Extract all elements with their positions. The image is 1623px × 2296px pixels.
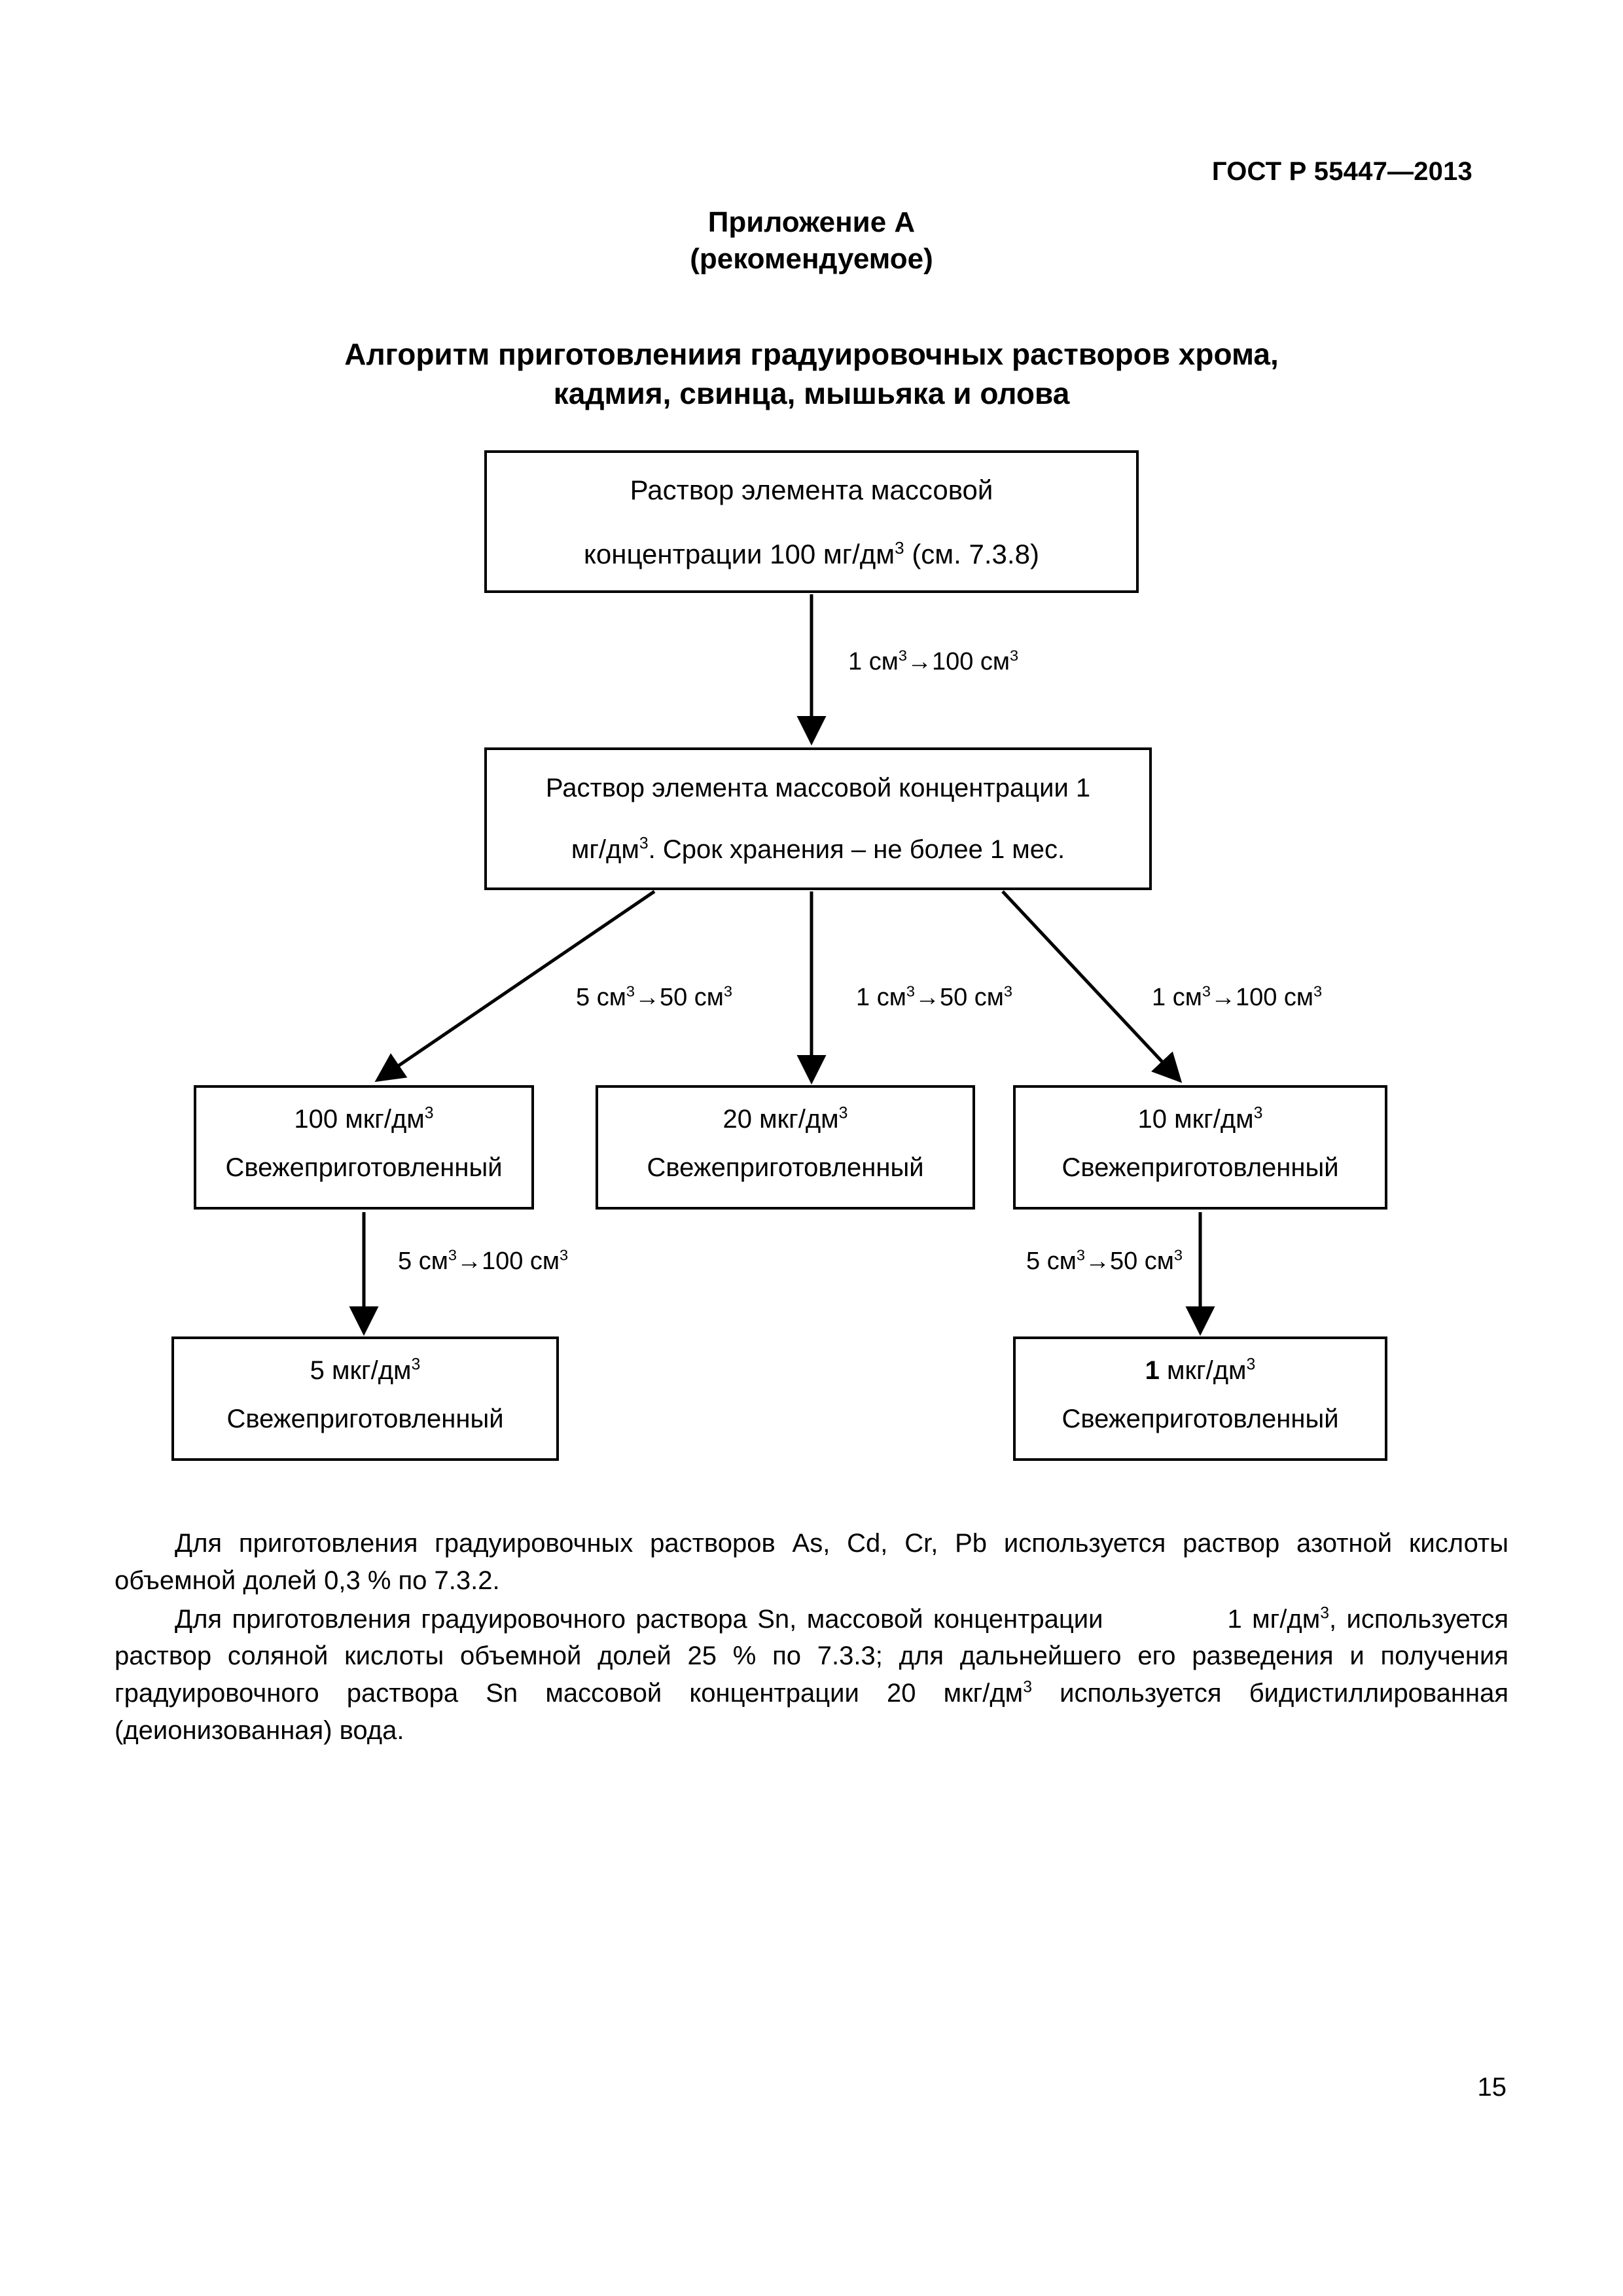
standard-header: ГОСТ Р 55447—2013 [1211, 157, 1472, 186]
node-20mkg-state: Свежеприготовленный [647, 1153, 924, 1182]
node-100mkg-value: 100 мкг/дм3 [294, 1104, 434, 1134]
node-100mkg-state: Свежеприготовленный [225, 1153, 503, 1182]
superscript-cube: 3 [411, 1355, 421, 1374]
node-10mkg-value: 10 мкг/дм3 [1137, 1104, 1263, 1134]
superscript-cube: 3 [1246, 1355, 1256, 1374]
superscript-cube: 3 [723, 982, 732, 1000]
annex-title-line2: (рекомендуемое) [690, 243, 933, 276]
superscript-cube: 3 [1023, 1678, 1032, 1696]
flowchart-node-1mg-solution: Раствор элемента массовой концентрации 1… [484, 747, 1152, 890]
annex-title: Приложение А (рекомендуемое) [0, 204, 1623, 278]
flowchart-node-100mkg: 100 мкг/дм3 Свежеприготовленный [194, 1085, 534, 1210]
superscript-cube: 3 [898, 647, 907, 664]
flowchart-node-10mkg: 10 мкг/дм3 Свежеприготовленный [1013, 1085, 1387, 1210]
node-1mkg-state: Свежеприготовленный [1061, 1405, 1339, 1433]
notes-section: Для приготовления градуировочных раствор… [115, 1525, 1508, 1749]
superscript-cube: 3 [1313, 982, 1323, 1000]
note-paragraph-2: Для приготовления градуировочного раство… [115, 1604, 1509, 1745]
superscript-cube: 3 [560, 1246, 569, 1264]
superscript-cube: 3 [1173, 1246, 1183, 1264]
node-5mkg-value: 5 мкг/дм3 [310, 1355, 421, 1385]
superscript-cube: 3 [1202, 982, 1211, 1000]
node-1mg-line1: Раствор элемента массовой концентрации 1 [545, 774, 1091, 802]
edge-label-10mkg-to-1mkg: 5 см3→50 см3 [1026, 1246, 1183, 1275]
edge-label-1mg-to-20mkg: 1 см3→50 см3 [856, 982, 1012, 1011]
flowchart-node-20mkg: 20 мкг/дм3 Свежеприготовленный [596, 1085, 975, 1210]
edge-label-1mg-to-100mkg: 5 см3→50 см3 [576, 982, 732, 1011]
node-stock-line2: концентрации 100 мг/дм3 (см. 7.3.8) [584, 538, 1039, 569]
node-1mg-line2: мг/дм3. Срок хранения – не более 1 мес. [571, 834, 1065, 864]
node-1mkg-value: 1 мкг/дм3 [1145, 1355, 1256, 1385]
node-5mkg-state: Свежеприготовленный [226, 1405, 504, 1433]
superscript-cube: 3 [1253, 1104, 1263, 1122]
superscript-cube: 3 [424, 1104, 434, 1122]
superscript-cube: 3 [838, 1104, 848, 1122]
figure-title-line1: Алгоритм приготовлениия градуировочных р… [344, 337, 1279, 371]
flowchart-node-stock-solution: Раствор элемента массовой концентрации 1… [484, 450, 1139, 593]
figure-title: Алгоритм приготовлениия градуировочных р… [0, 335, 1623, 414]
edge-label-1mg-to-10mkg: 1 см3→100 см3 [1152, 982, 1323, 1011]
superscript-cube: 3 [1003, 982, 1012, 1000]
superscript-cube: 3 [1076, 1246, 1085, 1264]
superscript-cube: 3 [1320, 1604, 1329, 1623]
superscript-cube: 3 [639, 834, 649, 853]
edge-label-100mkg-to-5mkg: 5 см3→100 см3 [398, 1246, 569, 1275]
superscript-cube: 3 [626, 982, 635, 1000]
superscript-cube: 3 [906, 982, 915, 1000]
superscript-cube: 3 [1010, 647, 1019, 664]
flowchart-node-5mkg: 5 мкг/дм3 Свежеприготовленный [171, 1336, 559, 1461]
annex-title-line1: Приложение А [707, 206, 916, 238]
superscript-cube: 3 [448, 1246, 457, 1264]
edge-label-stock-to-1mg: 1 см3→100 см3 [848, 647, 1019, 675]
node-20mkg-value: 20 мкг/дм3 [722, 1104, 848, 1134]
superscript-cube: 3 [895, 538, 904, 558]
node-10mkg-state: Свежеприготовленный [1061, 1153, 1339, 1182]
flowchart-node-1mkg: 1 мкг/дм3 Свежеприготовленный [1013, 1336, 1387, 1461]
page-number: 15 [1477, 2073, 1507, 2102]
note-paragraph-1: Для приготовления градуировочных раствор… [115, 1529, 1508, 1595]
figure-title-line2: кадмия, свинца, мышьяка и олова [553, 376, 1070, 410]
node-stock-line1: Раствор элемента массовой [630, 475, 993, 505]
